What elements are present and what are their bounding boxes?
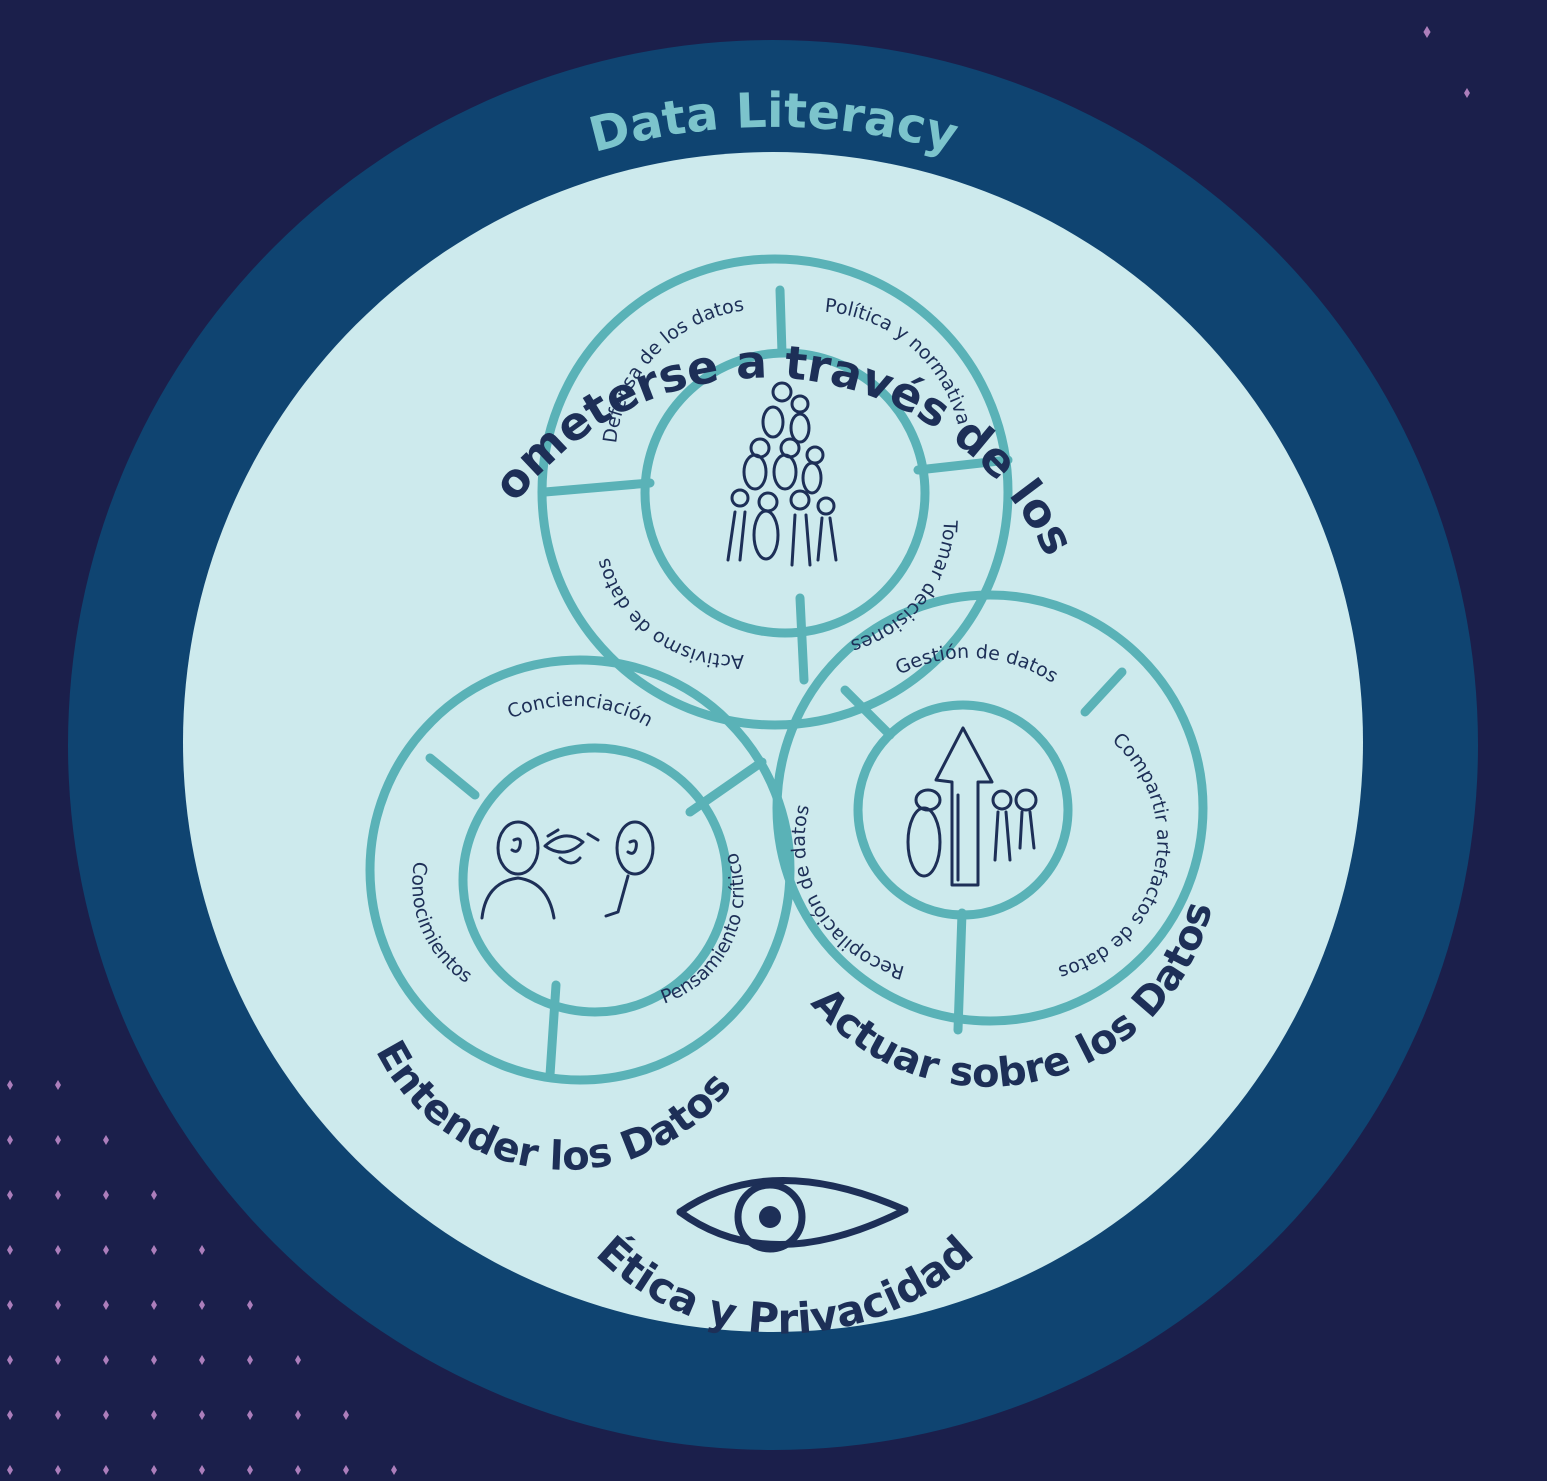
decorative-dot <box>151 1465 157 1475</box>
act-circle <box>772 590 1208 1035</box>
decorative-dot <box>247 1410 253 1420</box>
decorative-dot <box>55 1245 61 1255</box>
decorative-dot <box>7 1410 13 1420</box>
decorative-dot <box>103 1190 109 1200</box>
decorative-dot <box>7 1245 13 1255</box>
decorative-dot <box>103 1135 109 1145</box>
decorative-dot <box>103 1245 109 1255</box>
decorative-dot <box>7 1190 13 1200</box>
decorative-dot <box>151 1300 157 1310</box>
decorative-dot <box>343 1410 349 1420</box>
decorative-dot <box>151 1190 157 1200</box>
decorative-dot <box>295 1410 301 1420</box>
decorative-dot <box>199 1355 205 1365</box>
decorative-dot <box>103 1465 109 1475</box>
decorative-dot <box>55 1300 61 1310</box>
decorative-dot <box>1423 26 1431 38</box>
decorative-dot <box>151 1355 157 1365</box>
decorative-dot <box>55 1410 61 1420</box>
decorative-dot <box>247 1300 253 1310</box>
decorative-dot <box>103 1300 109 1310</box>
decorative-dot <box>103 1410 109 1420</box>
decorative-dot <box>55 1135 61 1145</box>
engage-circle <box>537 254 1013 730</box>
decorative-dot <box>55 1190 61 1200</box>
decorative-dot <box>7 1355 13 1365</box>
decorative-dot <box>343 1465 349 1475</box>
decorative-dot <box>295 1355 301 1365</box>
decorative-dot <box>247 1355 253 1365</box>
decorative-dot <box>7 1080 13 1090</box>
decorative-dot <box>199 1465 205 1475</box>
decorative-dot <box>199 1300 205 1310</box>
decorative-dot <box>151 1410 157 1420</box>
people-with-arrow-icon <box>906 726 1038 887</box>
decorative-dot <box>103 1355 109 1365</box>
decorative-dot <box>55 1080 61 1090</box>
decorative-dot <box>7 1300 13 1310</box>
decorative-dot <box>55 1355 61 1365</box>
decorative-dot <box>7 1465 13 1475</box>
decorative-dot <box>391 1465 397 1475</box>
eye-icon <box>676 1177 909 1253</box>
decorative-dot <box>7 1135 13 1145</box>
group-of-people-icon <box>726 381 838 567</box>
decorative-dot <box>295 1465 301 1475</box>
decorative-dot <box>199 1410 205 1420</box>
two-people-exchanging-icon <box>480 820 655 920</box>
decorative-dot <box>55 1465 61 1475</box>
decorative-dot <box>151 1245 157 1255</box>
decorative-dots <box>7 26 1470 1475</box>
decorative-dot <box>199 1245 205 1255</box>
inner-disc <box>183 152 1363 1332</box>
decorative-dot <box>1464 88 1470 98</box>
decorative-dot <box>247 1465 253 1475</box>
